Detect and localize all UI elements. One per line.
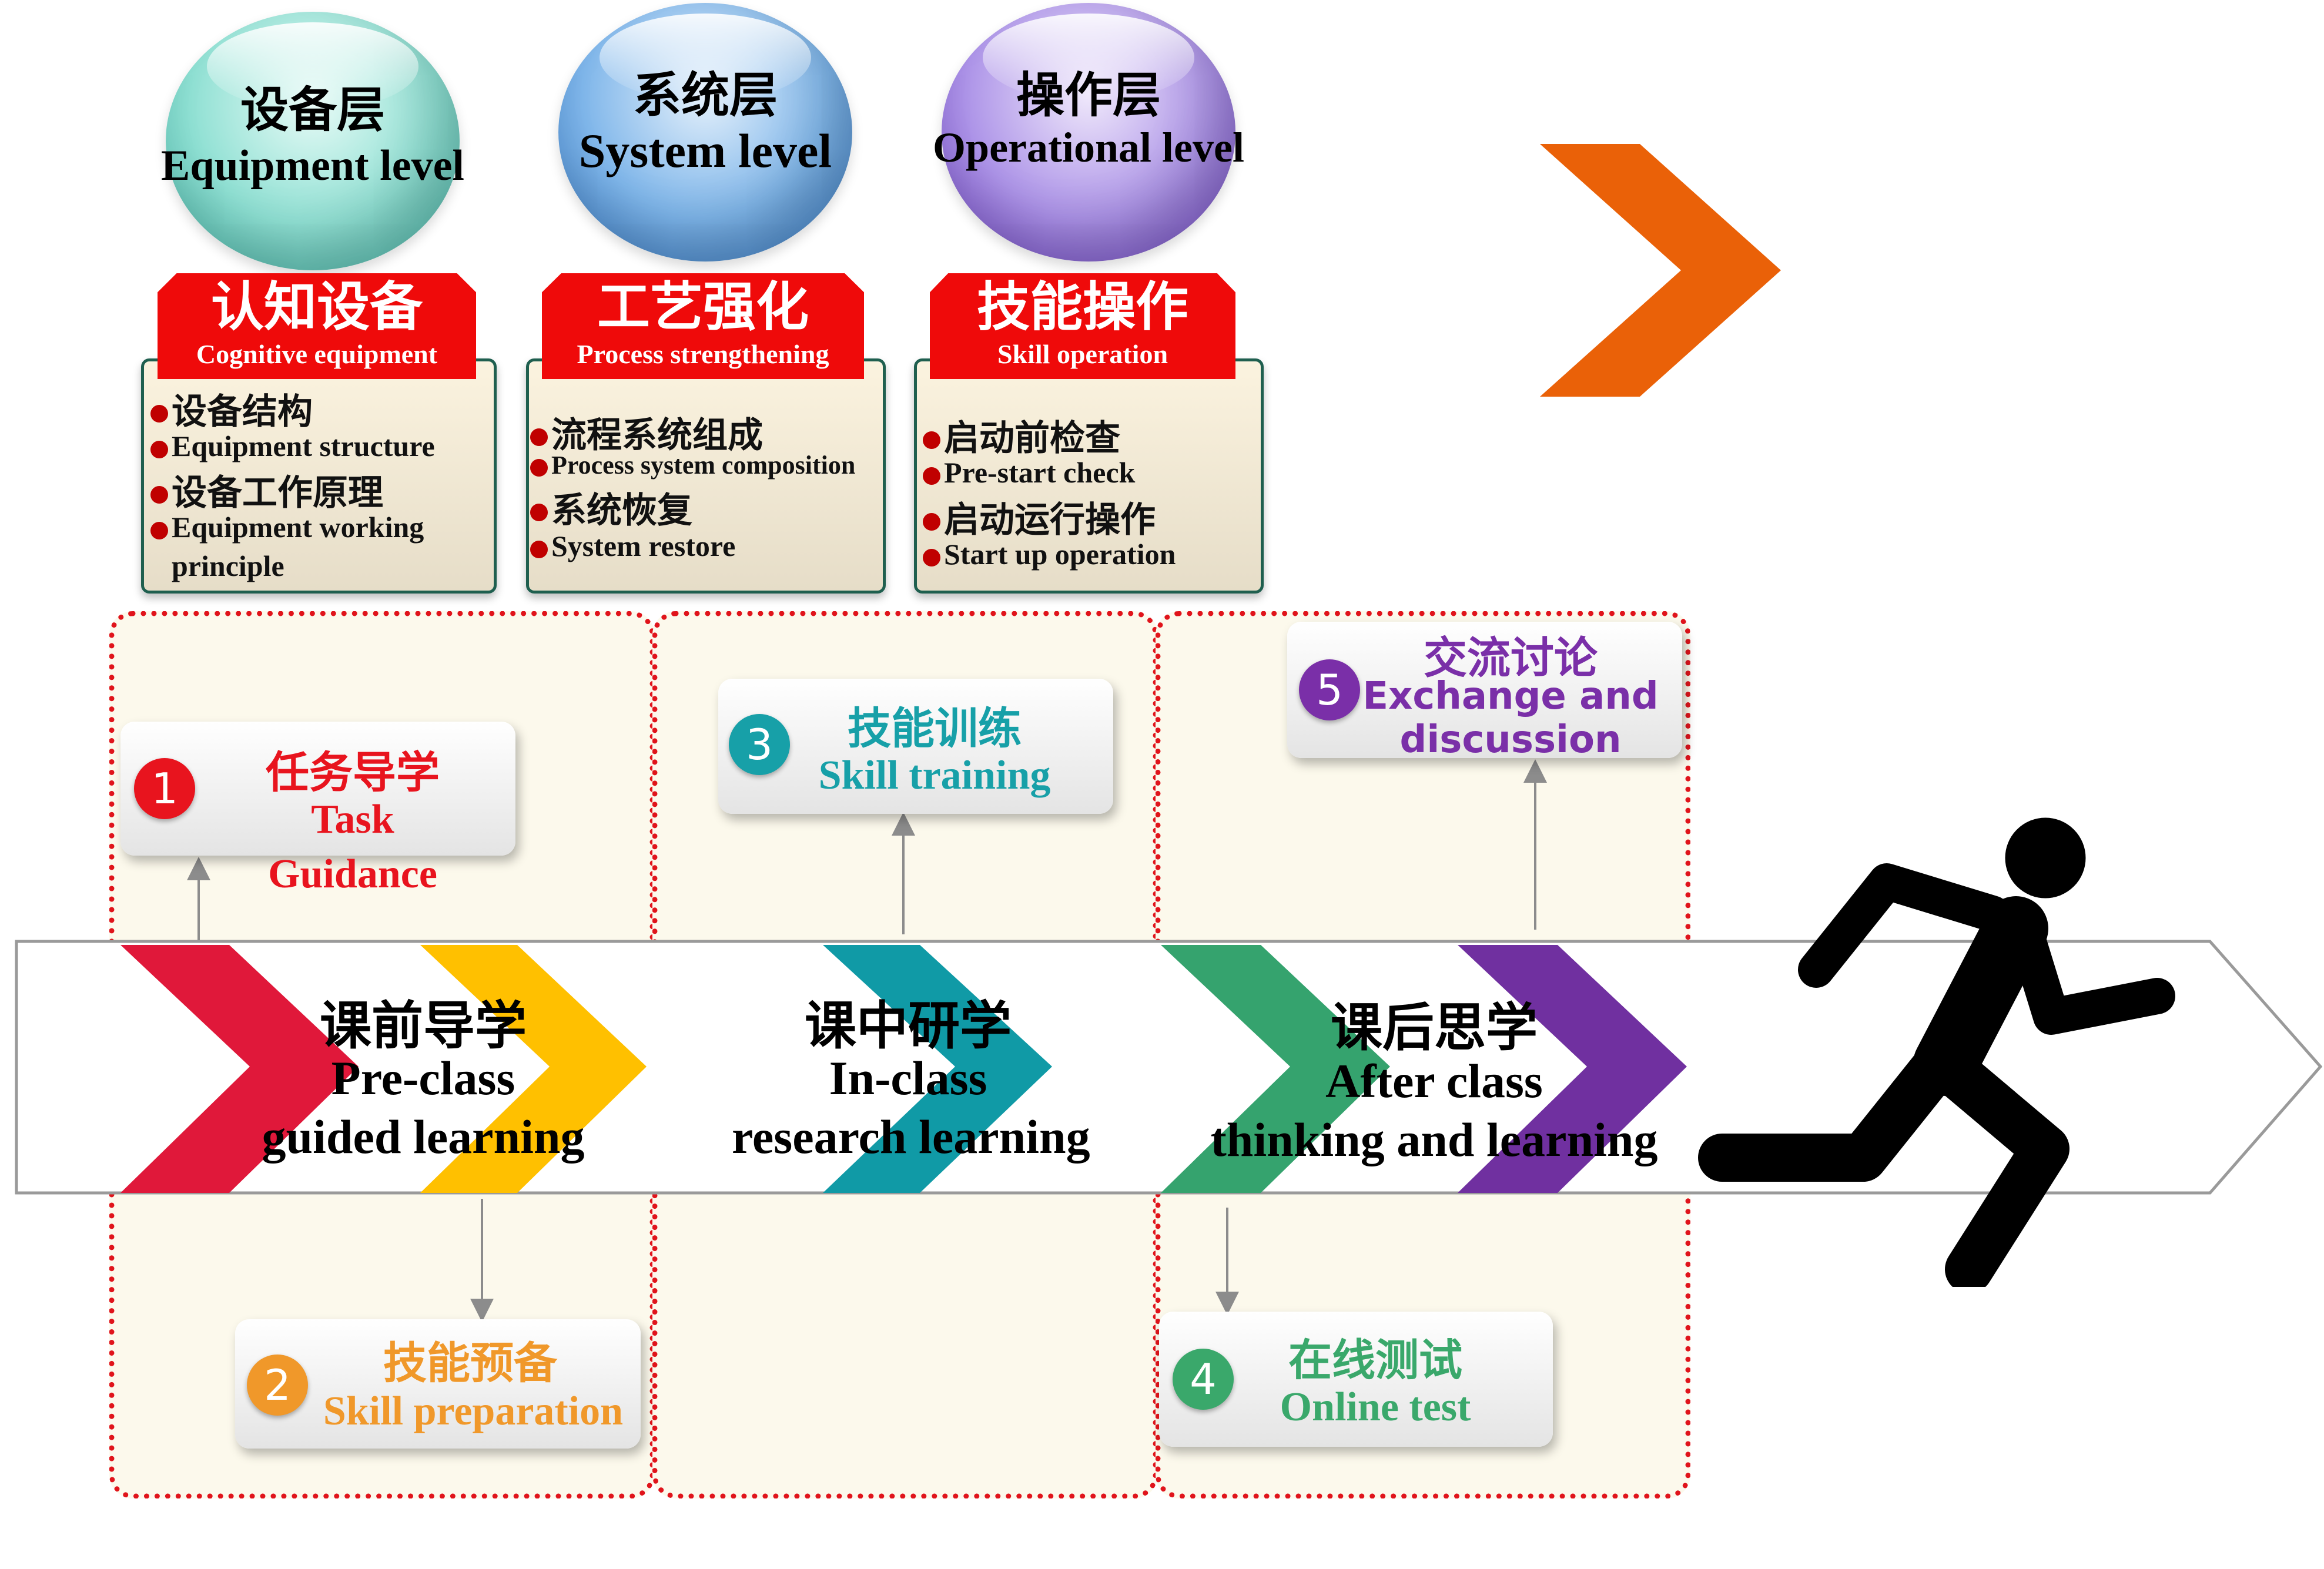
chevron-purple: [1458, 945, 1687, 1193]
step-1-zh: 任务导学: [266, 747, 440, 798]
step-5-en1: Exchange and: [1362, 675, 1659, 718]
banner-en: Process strengthening: [577, 339, 829, 369]
phase-zh-after: 课后思学: [1330, 997, 1538, 1058]
step-3-en: Skill training: [818, 753, 1051, 798]
banner-process: 工艺强化 Process strengthening: [542, 273, 864, 379]
level-zh: 系统层: [632, 68, 778, 123]
chevron-yellow: [420, 945, 647, 1193]
running-person-icon: [1698, 817, 2175, 1287]
card-item: Start up operation: [923, 537, 1176, 571]
phase-en1-pre: Pre-class: [331, 1051, 515, 1105]
chevron-teal: [823, 945, 1052, 1193]
level-en: System level: [578, 124, 832, 177]
step-5-number: 5: [1299, 659, 1360, 720]
step-2-number: 2: [247, 1355, 308, 1416]
banner-en: Skill operation: [997, 339, 1168, 369]
card-item: System restore: [530, 529, 735, 563]
card-item: 设备工作原理: [150, 464, 383, 515]
level-en: Equipment level: [161, 142, 464, 190]
timeline-band: [15, 940, 2323, 1195]
card-item: Equipment structure: [150, 429, 435, 463]
phase-en1-in: In-class: [829, 1051, 987, 1105]
step-1-en2: Guidance: [268, 851, 437, 897]
step-5-zh: 交流讨论: [1424, 633, 1598, 683]
card-item: principle: [172, 549, 284, 582]
banner-equipment: 认知设备 Cognitive equipment: [158, 273, 476, 379]
card-item: 启动运行操作: [923, 491, 1156, 542]
banner-skill: 技能操作 Skill operation: [930, 273, 1235, 379]
card-process: [526, 358, 886, 594]
level-sphere-equipment: 设备层 Equipment level: [161, 12, 464, 270]
step-1-number: 1: [134, 758, 195, 819]
level-sphere-operational: 操作层 Operational level: [933, 3, 1244, 262]
step-4-zh: 在线测试: [1288, 1335, 1462, 1386]
card-item: Pre-start check: [923, 455, 1135, 490]
step-3-number: 3: [729, 714, 790, 775]
phase-zh-pre: 课前导学: [319, 995, 527, 1056]
card-item: Equipment working: [150, 510, 424, 544]
step-3-zh: 技能训练: [848, 703, 1022, 754]
phase-zh-in: 课中研学: [804, 995, 1012, 1056]
step-4-en: Online test: [1280, 1384, 1471, 1430]
banner-zh: 技能操作: [977, 276, 1188, 338]
phase-en2-in: research learning: [732, 1110, 1090, 1164]
step-4-number: 4: [1173, 1349, 1234, 1410]
card-skill: [914, 358, 1264, 594]
banner-en: Cognitive equipment: [196, 339, 438, 369]
card-item: Process system composition: [530, 450, 855, 480]
step-2-zh: 技能预备: [383, 1338, 557, 1389]
level-zh: 设备层: [240, 82, 385, 138]
card-item: 系统恢复: [530, 482, 692, 533]
card-item: 设备结构: [150, 383, 313, 434]
step-1-en1: Task: [311, 797, 394, 842]
banner-zh: 工艺强化: [597, 276, 809, 338]
chevron-red: [120, 945, 359, 1193]
step-5-en2: discussion: [1399, 718, 1622, 762]
level-en: Operational level: [933, 124, 1244, 171]
chevron-green: [1161, 945, 1390, 1193]
level-zh: 操作层: [1016, 68, 1161, 123]
card-item: 启动前检查: [923, 410, 1120, 461]
phase-en2-after: thinking and learning: [1210, 1113, 1658, 1166]
card-equipment: [141, 358, 497, 594]
phase-en1-after: After class: [1325, 1054, 1543, 1108]
level-sphere-system: 系统层 System level: [558, 3, 852, 262]
card-item: 流程系统组成: [530, 407, 763, 458]
phase-en2-pre: guided learning: [262, 1110, 585, 1164]
banner-zh: 认知设备: [211, 276, 423, 338]
step-2-en: Skill preparation: [323, 1389, 624, 1434]
orange-chevron-icon: [1540, 144, 1781, 397]
